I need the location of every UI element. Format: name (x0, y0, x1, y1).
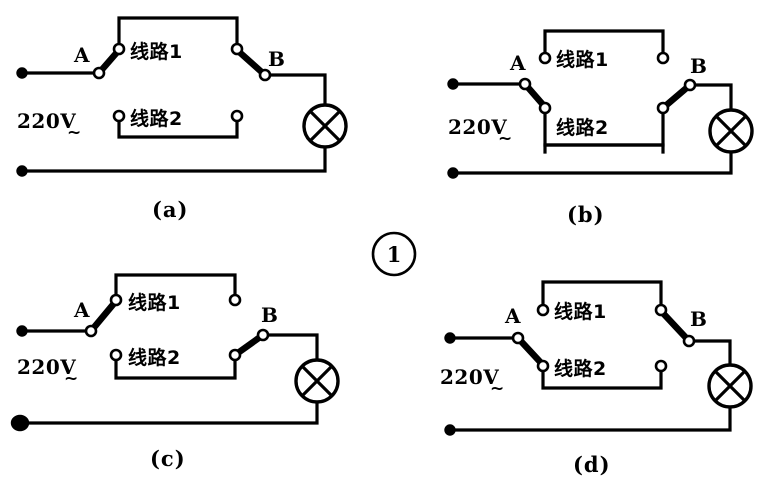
panel-c-return-wire (18, 400, 319, 425)
panel-d-caption: (d) (573, 452, 611, 477)
panel-b-caption: (b) (567, 202, 605, 227)
panel-a-lamp (302, 103, 348, 149)
panel-a-line2-left-terminal[interactable] (112, 109, 126, 123)
panel-b-return-wire (451, 150, 733, 175)
panel-d-source-terminal-top (444, 332, 456, 344)
panel-a-lamp-top-wire (263, 73, 327, 107)
panel-a-source-terminal-bottom (16, 165, 28, 177)
panel-a-ac-symbol: ~ (67, 123, 81, 143)
panel-b-line1-bus (543, 29, 665, 60)
panel-c-line2-left-terminal[interactable] (109, 348, 123, 362)
panel-b-source-terminal-bottom (447, 167, 459, 179)
panel-b-source-terminal-top (447, 78, 459, 90)
panel-b-line1-right-terminal[interactable] (656, 51, 670, 65)
panel-d-line1-left-terminal[interactable] (536, 303, 550, 317)
panel-b: A B 线路1 线路2 220V ~ (b) (447, 29, 754, 227)
panel-d-source-terminal-bottom (444, 424, 456, 436)
panel-c-ac-symbol: ~ (64, 369, 78, 389)
panel-c-line1-left-terminal[interactable] (109, 293, 123, 307)
panel-c-lamp (294, 358, 340, 404)
panel-c-source-terminal-bottom (10, 414, 30, 432)
panel-c-switch-a-pivot[interactable] (84, 324, 98, 338)
panel-b-line2-right-terminal[interactable] (656, 101, 670, 115)
panel-a-voltage-label: 220V (17, 109, 76, 133)
panel-d: A B 线路1 线路2 220V ~ (d) (440, 280, 753, 477)
panel-d-line2-right-terminal[interactable] (654, 359, 668, 373)
panel-a-line1-label: 线路1 (130, 40, 183, 63)
panel-a-switch-b-label: B (268, 47, 285, 71)
panel-d-line1-right-terminal[interactable] (654, 303, 668, 317)
panel-a-switch-a-pivot[interactable] (92, 66, 106, 80)
figure-number-marker: 1 (371, 231, 417, 277)
panel-c-line1-right-terminal[interactable] (228, 293, 242, 307)
panel-a-return-wire (20, 146, 327, 173)
panel-d-ac-symbol: ~ (490, 379, 504, 399)
panel-d-lamp-top-wire (687, 339, 732, 367)
panel-a-line1-bus (117, 16, 239, 51)
panel-d-return-wire (448, 405, 732, 432)
panel-b-line1-label: 线路1 (556, 48, 609, 71)
panel-d-line2-bus (541, 364, 663, 390)
panel-a-line2-label: 线路2 (130, 107, 183, 130)
panel-b-voltage-label: 220V (448, 115, 507, 139)
panel-c-line2-right-terminal[interactable] (228, 348, 242, 362)
panel-c-switch-b-label: B (261, 303, 278, 327)
panel-b-line1-left-terminal[interactable] (538, 51, 552, 65)
panel-c-voltage-label: 220V (17, 355, 76, 379)
panel-d-line2-left-terminal[interactable] (536, 359, 550, 373)
panel-c-switch-b-pivot[interactable] (256, 328, 270, 342)
panel-b-lamp (708, 108, 754, 154)
figure-number-label: 1 (387, 242, 402, 267)
panel-a-line2-bus (117, 114, 239, 139)
panel-d-switch-b-pivot[interactable] (682, 334, 696, 348)
panel-c: A B 线路1 线路2 220V ~ (c) (10, 273, 340, 471)
panel-a-caption: (a) (152, 197, 188, 222)
panel-a-switch-b-pivot[interactable] (258, 68, 272, 82)
panel-d-switch-a-label: A (504, 304, 521, 328)
panel-d-voltage-label: 220V (440, 365, 499, 389)
panel-c-switch-a-label: A (73, 298, 90, 322)
panel-c-lamp-top-wire (261, 333, 319, 362)
panel-a-source-terminal-top (16, 67, 28, 79)
panel-c-line1-label: 线路1 (128, 291, 181, 314)
panel-a: A B 线路1 线路2 220V ~ (a) (16, 16, 348, 222)
panel-b-switch-b-label: B (690, 54, 707, 78)
panel-d-line1-bus (541, 280, 663, 312)
panel-a-line1-left-terminal[interactable] (112, 42, 126, 56)
panel-b-ac-symbol: ~ (498, 129, 512, 149)
panel-d-line2-label: 线路2 (554, 357, 607, 380)
panel-b-line2-label: 线路2 (556, 116, 609, 139)
panel-a-line2-right-terminal[interactable] (230, 109, 244, 123)
panel-b-line2-bus (543, 106, 665, 154)
panel-c-caption: (c) (150, 446, 186, 471)
panel-d-lamp (707, 363, 753, 409)
panel-d-line1-label: 线路1 (554, 300, 607, 323)
panel-c-line2-label: 线路2 (128, 346, 181, 369)
panel-d-switch-a-pivot[interactable] (511, 331, 525, 345)
panel-c-switch-a-blade[interactable] (87, 297, 120, 335)
panel-d-switch-b-blade[interactable] (657, 307, 693, 345)
panel-b-switch-a-label: A (509, 51, 526, 75)
panel-b-switch-b-pivot[interactable] (683, 78, 697, 92)
panel-c-line1-bus (114, 273, 237, 302)
panel-b-line2-left-terminal[interactable] (538, 101, 552, 115)
panel-b-switch-a-pivot[interactable] (518, 77, 532, 91)
panel-c-line2-bus (114, 353, 237, 380)
panel-b-lamp-top-wire (688, 83, 733, 112)
panel-a-line1-right-terminal[interactable] (230, 42, 244, 56)
panel-c-source-terminal-top (16, 325, 28, 337)
panel-d-switch-b-label: B (690, 307, 707, 331)
panel-a-switch-a-label: A (73, 43, 90, 67)
